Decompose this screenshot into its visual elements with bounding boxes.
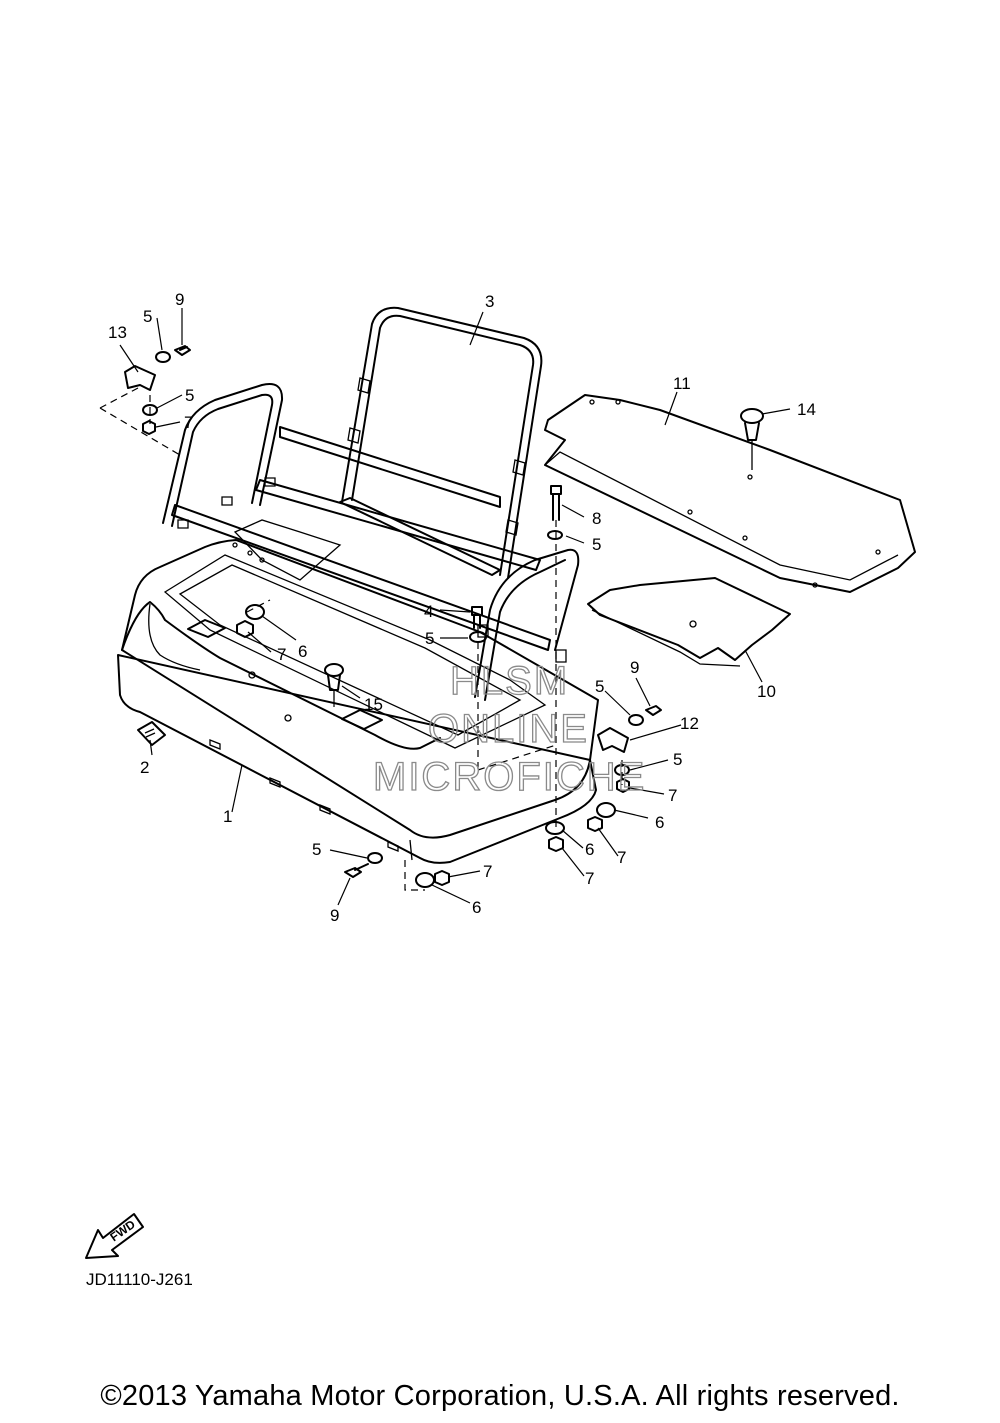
label-plate <box>137 721 166 746</box>
callout-5: 5 <box>143 307 152 326</box>
watermark-line-1: HLSM <box>450 659 569 703</box>
callout-5: 5 <box>592 535 601 554</box>
callout-5: 5 <box>673 750 682 769</box>
watermark-line-3: MICROFICHE <box>373 755 646 799</box>
callout-2: 2 <box>140 758 149 777</box>
clip-15 <box>324 663 344 700</box>
alignment-lines <box>99 387 623 891</box>
callout-7: 7 <box>668 786 677 805</box>
callout-15: 15 <box>364 695 383 714</box>
callout-1: 1 <box>223 807 232 826</box>
seat-back-frame <box>162 306 580 701</box>
callout-7: 7 <box>585 869 594 888</box>
fasteners <box>124 345 662 888</box>
callout-6: 6 <box>585 840 594 859</box>
seat-base-plate <box>587 577 791 667</box>
callout-12: 12 <box>680 714 699 733</box>
leader-lines <box>119 308 791 906</box>
callout-6: 6 <box>655 813 664 832</box>
cargo-bed-body <box>117 519 599 864</box>
seat-panel <box>544 394 916 593</box>
callout-9: 9 <box>330 906 339 925</box>
callout-9: 9 <box>175 290 184 309</box>
fwd-label: FWD <box>107 1217 138 1244</box>
callout-11: 11 <box>673 374 691 393</box>
callout-5: 5 <box>595 677 604 696</box>
copyright-notice: ©2013 Yamaha Motor Corporation, U.S.A. A… <box>100 1380 900 1412</box>
callout-5: 5 <box>312 840 321 859</box>
callout-7: 7 <box>277 645 286 664</box>
callout-13: 13 <box>108 323 127 342</box>
callout-14: 14 <box>797 400 816 419</box>
watermark: HLSM ONLINE MICROFICHE <box>372 658 646 799</box>
callout-5: 5 <box>185 386 194 405</box>
callout-5: 5 <box>425 629 434 648</box>
callout-7: 7 <box>617 848 626 867</box>
callout-6: 6 <box>298 642 307 661</box>
fwd-arrow-icon: FWD <box>85 1213 144 1259</box>
callout-numbers: 1 2 3 4 5 5 5 5 5 5 5 6 6 6 6 7 7 7 7 7 … <box>108 290 816 925</box>
diagram-part-code: JD11110-J261 <box>86 1270 193 1289</box>
callout-7: 7 <box>483 862 492 881</box>
callout-8: 8 <box>592 509 601 528</box>
callout-4: 4 <box>424 602 433 621</box>
callout-9: 9 <box>630 658 639 677</box>
push-rivet-14 <box>740 408 764 470</box>
callout-10: 10 <box>757 682 776 701</box>
callout-7: 7 <box>184 413 193 432</box>
watermark-line-2: ONLINE <box>428 707 589 751</box>
callout-6: 6 <box>472 898 481 917</box>
callout-3: 3 <box>485 292 494 311</box>
